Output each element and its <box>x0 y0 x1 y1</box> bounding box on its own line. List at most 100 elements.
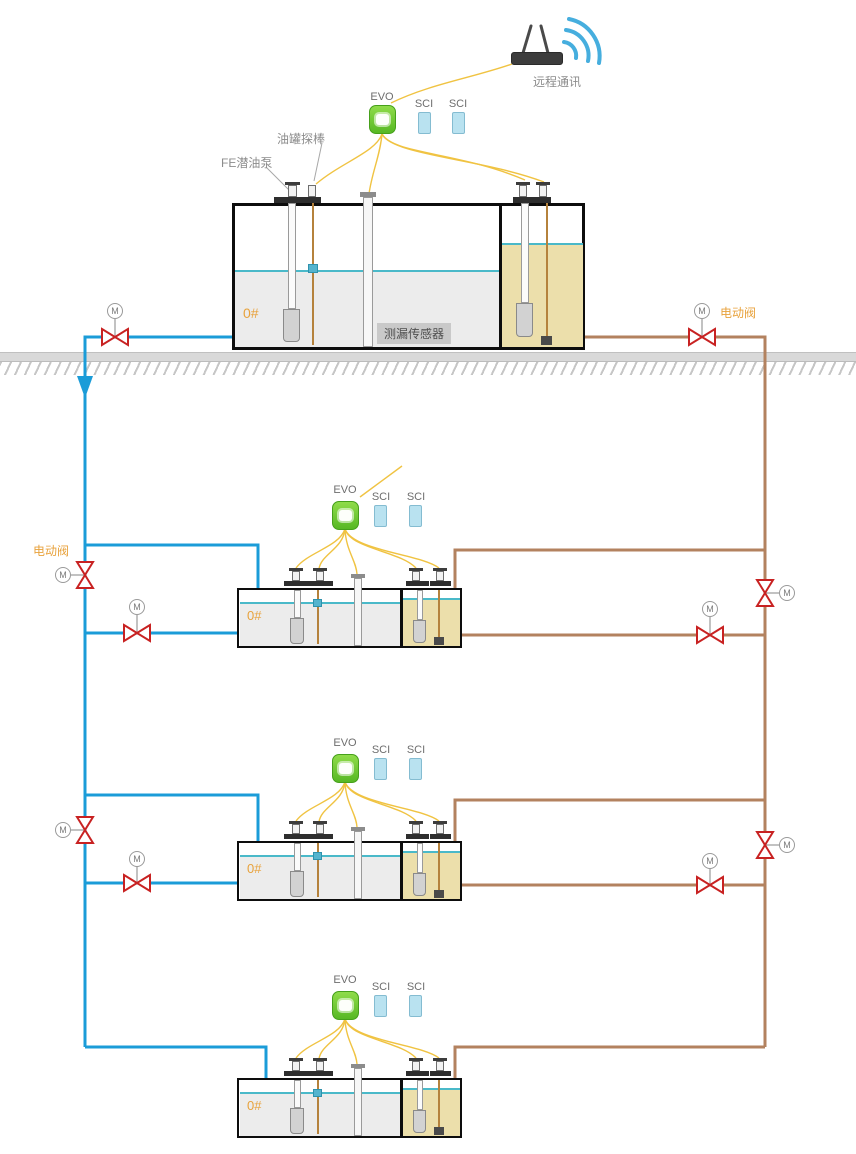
leak-tube-cap <box>351 1064 365 1068</box>
probe-cable <box>438 1080 440 1127</box>
wifi-signal-icon <box>562 17 602 65</box>
evo-controller-icon <box>332 754 359 783</box>
sci-module-icon <box>418 112 431 134</box>
leak-detection-tube <box>363 197 373 347</box>
stem <box>316 1061 324 1071</box>
leak-sensor-icon <box>434 890 444 898</box>
tank4-grade-label: 0# <box>247 1098 262 1113</box>
valve-tank2-right <box>696 617 724 645</box>
sci-label: SCI <box>406 981 426 993</box>
tank2-grade-label: 0# <box>247 608 262 623</box>
stem-cap <box>313 1058 327 1061</box>
flange <box>430 581 451 586</box>
flange <box>406 1071 429 1076</box>
electric-valve-label: 电动阀 <box>33 544 70 558</box>
router-icon <box>511 52 563 65</box>
tank4-water-level <box>240 1092 400 1136</box>
stem-cap <box>409 821 423 824</box>
stem-cap <box>313 821 327 824</box>
pump-tube <box>294 843 301 871</box>
stem <box>436 1061 444 1071</box>
sci-module-icon <box>374 758 387 780</box>
stem-cap <box>433 821 447 824</box>
flange <box>406 581 429 586</box>
main-tank-oil-level <box>502 243 583 347</box>
stem-cap <box>409 568 423 571</box>
probe-cable <box>312 203 314 345</box>
flow-direction-arrow <box>77 376 93 398</box>
stem-cap <box>516 182 530 185</box>
motor-indicator: M <box>129 599 145 615</box>
valve-right-riser-upper <box>755 579 779 607</box>
evo-screen <box>376 114 389 125</box>
motor-indicator: M <box>55 822 71 838</box>
probe-stem <box>308 185 316 197</box>
flange <box>309 581 333 586</box>
electric-valve-label: 电动阀 <box>720 306 757 320</box>
signal-wires <box>295 63 545 1065</box>
stem <box>292 571 300 581</box>
ground-surface <box>0 352 856 362</box>
supply-pipe-blue <box>77 335 268 1078</box>
probe-cable <box>438 590 440 637</box>
tank3-water-level <box>240 855 400 899</box>
evo-controller-icon <box>332 991 359 1020</box>
evo-screen <box>339 1000 352 1011</box>
level-sensor <box>313 599 322 607</box>
submersible-pump <box>413 873 426 896</box>
evo-label: EVO <box>333 974 357 986</box>
leak-sensor-icon <box>434 1127 444 1135</box>
flange <box>406 834 429 839</box>
stem-cap <box>433 568 447 571</box>
pump-stem-cap <box>285 182 300 185</box>
stem <box>316 571 324 581</box>
leak-tube-cap <box>351 574 365 578</box>
tank2-divider <box>400 588 403 648</box>
level-sensor <box>313 852 322 860</box>
sci-label: SCI <box>371 491 391 503</box>
leak-sensor-label: 测漏传感器 <box>377 323 452 344</box>
leak-sensor-icon <box>434 637 444 645</box>
leak-detection-tube <box>354 578 362 646</box>
leak-detection-tube <box>354 1068 362 1136</box>
evo-controller-icon <box>369 105 396 134</box>
sci-label: SCI <box>414 98 434 110</box>
tank3-divider <box>400 841 403 901</box>
stem <box>412 824 420 834</box>
sci-label: SCI <box>371 744 391 756</box>
leak-tube-cap <box>351 827 365 831</box>
motor-indicator: M <box>702 853 718 869</box>
return-pipe-brown <box>453 335 767 1078</box>
submersible-pump <box>283 309 300 342</box>
tank3-grade-label: 0# <box>247 861 262 876</box>
stem-cap <box>536 182 550 185</box>
motor-indicator: M <box>129 851 145 867</box>
submersible-pump <box>413 1110 426 1133</box>
stem-cap <box>289 568 303 571</box>
remote-comm-label: 远程通讯 <box>533 75 582 89</box>
valve-main-right <box>688 319 716 347</box>
probe-cable <box>438 843 440 890</box>
submersible-pump <box>290 618 304 644</box>
motor-indicator: M <box>779 837 795 853</box>
flange <box>284 581 310 586</box>
fe-pump-label: FE潜油泵 <box>221 156 273 170</box>
tank-probe-label: 油罐探棒 <box>277 132 326 146</box>
pump-tube <box>288 203 296 309</box>
valve-left-riser-upper <box>71 561 95 589</box>
stem <box>519 185 527 197</box>
tank4-divider <box>400 1078 403 1138</box>
tank4-oil-level <box>403 1088 460 1136</box>
flange <box>430 834 451 839</box>
pump-tube <box>294 1080 301 1108</box>
probe-cable <box>317 1080 319 1134</box>
flange <box>513 197 551 203</box>
valve-right-riser-lower <box>755 831 779 859</box>
leak-sensor-icon <box>541 336 552 345</box>
motor-indicator: M <box>694 303 710 319</box>
sci-label: SCI <box>371 981 391 993</box>
level-sensor <box>308 264 318 273</box>
tank3-oil-level <box>403 851 460 899</box>
sci-module-icon <box>374 995 387 1017</box>
